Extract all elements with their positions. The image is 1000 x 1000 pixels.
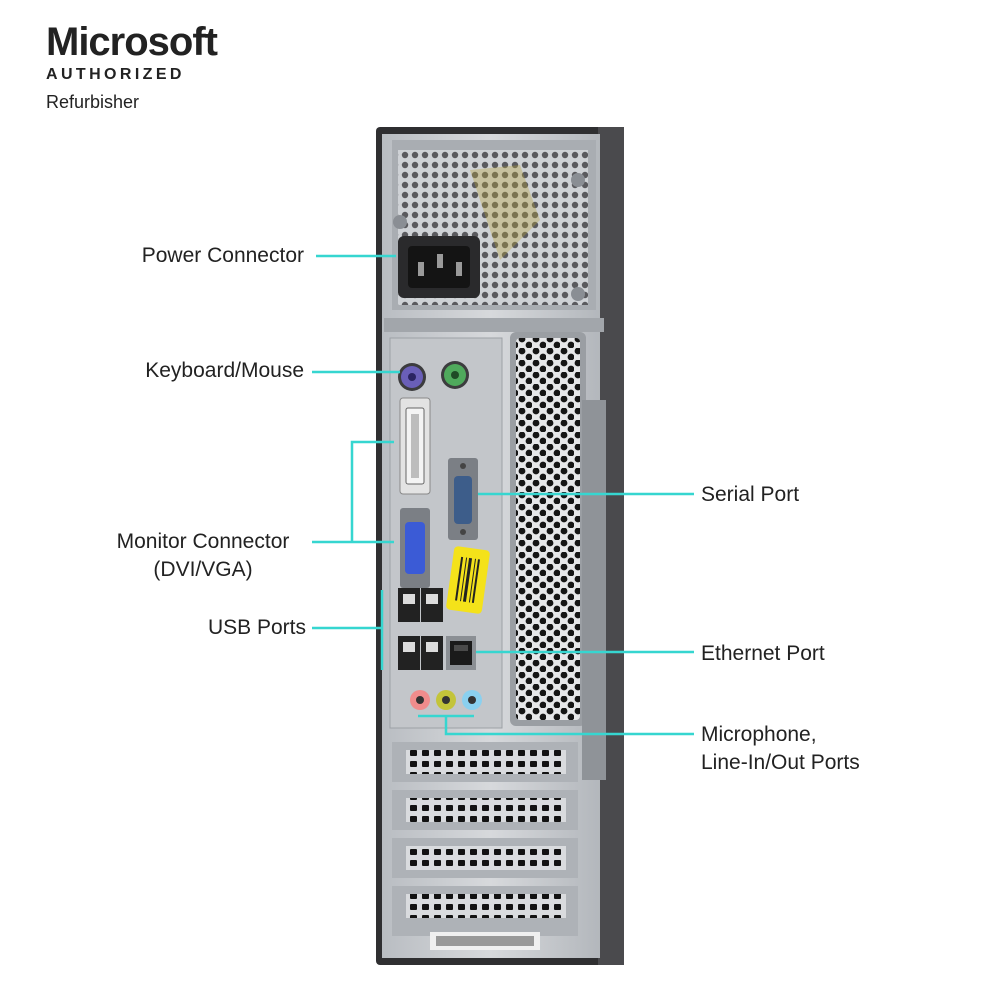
expansion-slots <box>392 742 578 950</box>
side-vent <box>510 332 606 780</box>
label-usb-ports: USB Ports <box>207 616 306 639</box>
label-monitor-line1: Monitor Connector <box>116 530 290 553</box>
barcode-sticker <box>446 546 490 614</box>
leader-monitor <box>312 440 394 544</box>
badge-brand: Microsoft <box>46 20 218 64</box>
leader-audio <box>418 714 694 736</box>
ps2-ports <box>398 361 469 391</box>
label-monitor-line2: (DVI/VGA) <box>153 558 253 581</box>
label-audio-line2: Line-In/Out Ports <box>701 751 860 774</box>
audio-jacks <box>410 690 482 710</box>
power-supply <box>392 140 596 310</box>
label-keyboard-mouse: Keyboard/Mouse <box>145 359 304 382</box>
vga-port <box>400 508 430 588</box>
badge-authorized: AUTHORIZED <box>46 66 185 83</box>
label-audio-ports: Microphone, Line-In/Out Ports <box>701 721 860 777</box>
leader-usb <box>312 590 384 670</box>
badge-refurbisher: Refurbisher <box>46 92 140 112</box>
ethernet-jack <box>446 636 476 670</box>
label-ethernet-port: Ethernet Port <box>701 642 825 665</box>
usb-port-stack <box>398 588 443 670</box>
microsoft-authorized-badge: Microsoft AUTHORIZED Refurbisher <box>46 20 218 113</box>
dvi-port <box>399 397 431 495</box>
leader-lines <box>312 254 694 736</box>
label-audio-line1: Microphone, <box>701 723 817 746</box>
power-connector-socket <box>398 236 480 298</box>
serial-port-connector <box>448 458 478 540</box>
label-serial-port: Serial Port <box>701 483 800 506</box>
label-power-connector: Power Connector <box>141 244 304 267</box>
label-monitor-connector: Monitor Connector (DVI/VGA) <box>96 528 310 584</box>
